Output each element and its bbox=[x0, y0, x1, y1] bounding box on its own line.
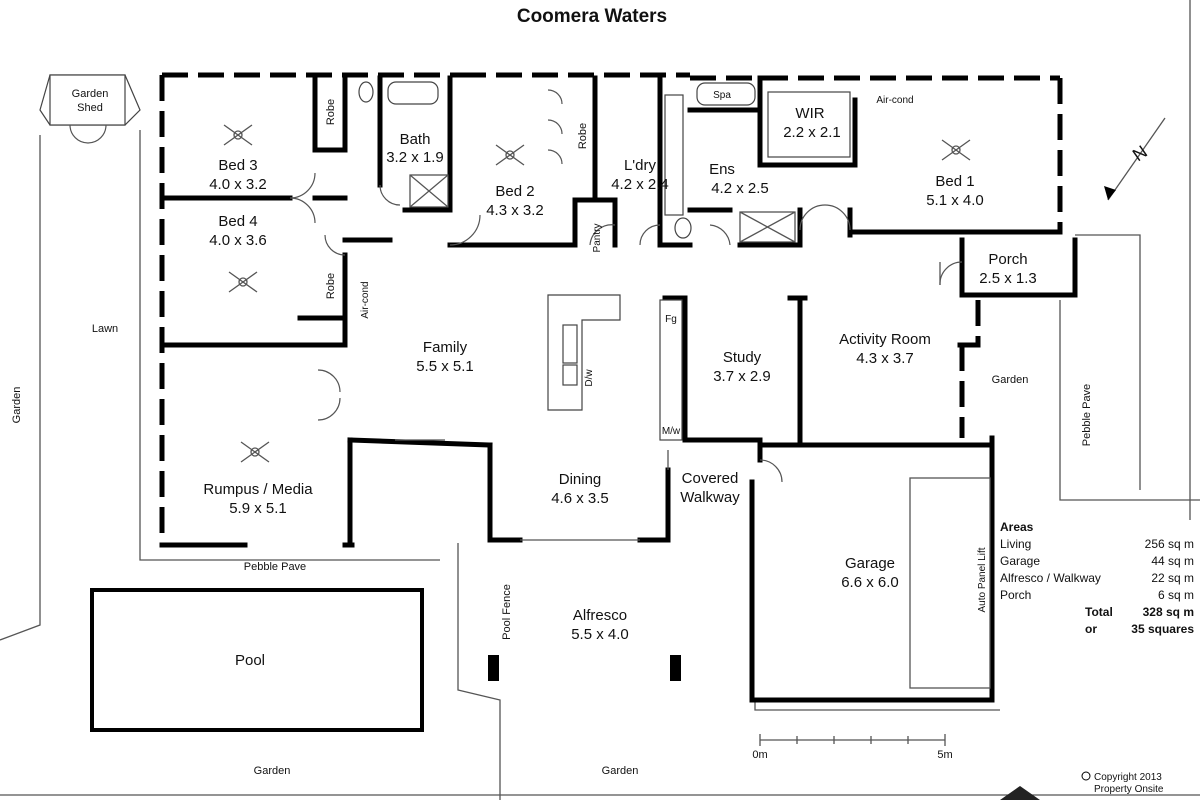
compass-north: N bbox=[1129, 141, 1151, 165]
bath-name: Bath bbox=[400, 131, 431, 148]
scale-start: 0m bbox=[752, 749, 767, 761]
external-walls bbox=[159, 72, 1063, 548]
annotation-labels: Robe Robe Robe Pantry Spa Air-cond Air-c… bbox=[11, 90, 1093, 777]
fixtures bbox=[90, 81, 991, 732]
logo-mark bbox=[1000, 786, 1040, 800]
ens-size: 4.2 x 2.5 bbox=[711, 180, 769, 197]
air-cond-label: Air-cond bbox=[360, 281, 371, 318]
bed4-size: 4.0 x 3.6 bbox=[209, 232, 267, 249]
garage-size: 6.6 x 6.0 bbox=[841, 574, 899, 591]
copyright-line-1: Copyright 2013 bbox=[1094, 772, 1162, 783]
area-row-label: Alfresco / Walkway bbox=[1000, 571, 1101, 585]
pool-outline bbox=[90, 588, 424, 732]
robe-label: Robe bbox=[325, 99, 337, 125]
garden-shed bbox=[39, 74, 141, 144]
bed3-name: Bed 3 bbox=[218, 157, 257, 174]
laundry-name: L'dry bbox=[624, 157, 657, 174]
area-or-label: or bbox=[1085, 622, 1097, 636]
ceiling-fan-icon bbox=[223, 124, 253, 146]
ceiling-fan-icon bbox=[495, 144, 525, 166]
garden-label: Garden bbox=[11, 387, 23, 424]
bed2-name: Bed 2 bbox=[495, 183, 534, 200]
robe-label: Robe bbox=[325, 273, 337, 299]
dining-name: Dining bbox=[559, 471, 602, 488]
bed1-size: 5.1 x 4.0 bbox=[926, 192, 984, 209]
areas-table: Areas Living 256 sq m Garage 44 sq m Alf… bbox=[1000, 520, 1194, 636]
ens-name: Ens bbox=[709, 161, 735, 178]
laundry-size: 4.2 x 2.4 bbox=[611, 176, 669, 193]
doors bbox=[289, 172, 963, 483]
pantry-label: Pantry bbox=[592, 224, 603, 253]
pebble-pave-label: Pebble Pave bbox=[1081, 384, 1093, 446]
area-total-label: Total bbox=[1085, 605, 1113, 619]
garden-label: Garden bbox=[254, 765, 291, 777]
family-size: 5.5 x 5.1 bbox=[416, 358, 474, 375]
ceiling-fan-icon bbox=[228, 271, 258, 293]
spa-label: Spa bbox=[713, 90, 731, 101]
scale-end: 5m bbox=[937, 749, 952, 761]
pool-label: Pool bbox=[235, 652, 265, 669]
garden-shed-label-1: Garden bbox=[72, 88, 109, 100]
area-row-value: 22 sq m bbox=[1151, 571, 1194, 585]
lawn-label: Lawn bbox=[92, 323, 118, 335]
area-row-value: 256 sq m bbox=[1145, 537, 1194, 551]
area-row-value: 44 sq m bbox=[1151, 554, 1194, 568]
activity-size: 4.3 x 3.7 bbox=[856, 350, 914, 367]
microwave-label: M/w bbox=[662, 426, 681, 437]
air-cond-label: Air-cond bbox=[876, 95, 913, 106]
ceiling-fan-icon bbox=[941, 139, 971, 161]
rumpus-size: 5.9 x 5.1 bbox=[229, 500, 287, 517]
auto-panel-lift-label: Auto Panel Lift bbox=[977, 547, 988, 612]
garden-label: Garden bbox=[602, 765, 639, 777]
copyright: Copyright 2013 Property Onsite bbox=[1000, 771, 1164, 800]
garage-name: Garage bbox=[845, 555, 895, 572]
compass-icon: N bbox=[1104, 117, 1166, 201]
porch-size: 2.5 x 1.3 bbox=[979, 270, 1037, 287]
pebble-pave-label: Pebble Pave bbox=[244, 561, 306, 573]
bed3-size: 4.0 x 3.2 bbox=[209, 176, 267, 193]
garden-label: Garden bbox=[992, 374, 1029, 386]
ceiling-fan-icon bbox=[240, 441, 270, 463]
activity-name: Activity Room bbox=[839, 331, 931, 348]
area-row-value: 6 sq m bbox=[1158, 588, 1194, 602]
room-labels: Garden Shed Bed 3 4.0 x 3.2 Bed 4 4.0 x … bbox=[72, 88, 1037, 669]
post bbox=[488, 655, 499, 681]
walkway-name-2: Walkway bbox=[680, 489, 740, 506]
post bbox=[670, 655, 681, 681]
wir-size: 2.2 x 2.1 bbox=[783, 124, 841, 141]
walkway-name-1: Covered bbox=[682, 470, 739, 487]
study-name: Study bbox=[723, 349, 762, 366]
area-row-label: Garage bbox=[1000, 554, 1040, 568]
fridge-label: Fg bbox=[665, 314, 677, 325]
alfresco-size: 5.5 x 4.0 bbox=[571, 626, 629, 643]
area-row-label: Porch bbox=[1000, 588, 1031, 602]
dishwasher-label: D/w bbox=[584, 369, 595, 387]
bed2-size: 4.3 x 3.2 bbox=[486, 202, 544, 219]
dining-size: 4.6 x 3.5 bbox=[551, 490, 609, 507]
scale-bar: 0m 5m bbox=[752, 734, 953, 761]
garden-shed-label-2: Shed bbox=[77, 102, 103, 114]
pool-fence-label: Pool Fence bbox=[501, 584, 513, 640]
alfresco-name: Alfresco bbox=[573, 607, 627, 624]
bed1-name: Bed 1 bbox=[935, 173, 974, 190]
study-size: 3.7 x 2.9 bbox=[713, 368, 771, 385]
family-name: Family bbox=[423, 339, 468, 356]
plan-title: Coomera Waters bbox=[517, 6, 667, 27]
area-total-value: 328 sq m bbox=[1143, 605, 1194, 619]
area-row-label: Living bbox=[1000, 537, 1031, 551]
porch-name: Porch bbox=[988, 251, 1027, 268]
area-squares-value: 35 squares bbox=[1131, 622, 1194, 636]
bed4-name: Bed 4 bbox=[218, 213, 257, 230]
robe-label: Robe bbox=[577, 123, 589, 149]
wir-name: WIR bbox=[795, 105, 824, 122]
bath-size: 3.2 x 1.9 bbox=[386, 149, 444, 166]
internal-walls bbox=[159, 75, 1078, 703]
rumpus-name: Rumpus / Media bbox=[203, 481, 313, 498]
areas-heading: Areas bbox=[1000, 520, 1034, 534]
copyright-line-2: Property Onsite bbox=[1094, 784, 1164, 795]
